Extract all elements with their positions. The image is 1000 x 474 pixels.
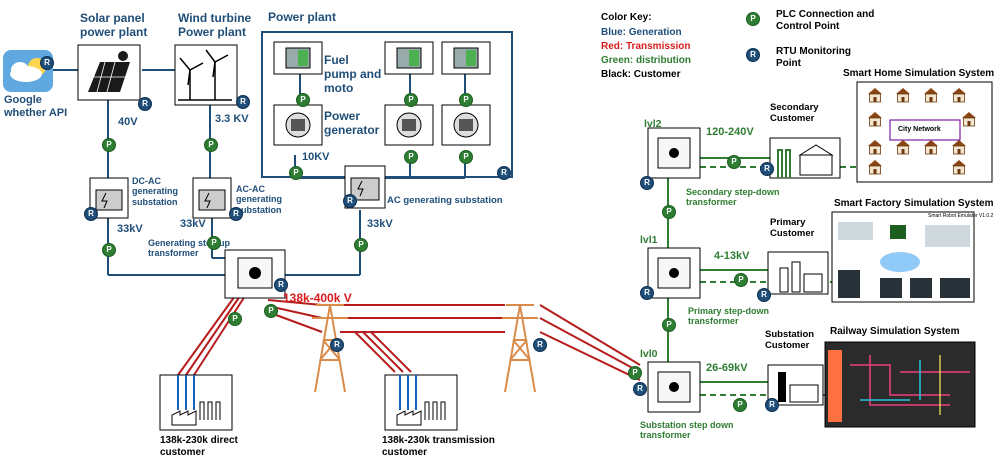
primary-stepdown-label: Primary step-down transformer bbox=[688, 306, 770, 327]
plc-pin-stepup-1: P bbox=[228, 312, 242, 326]
power-generator-label: Power generator bbox=[324, 109, 380, 137]
rtu-pin-secondary-cust: R bbox=[760, 162, 774, 176]
wind-title: Wind turbine Power plant bbox=[178, 11, 252, 39]
plc-pin-fuel-2: P bbox=[404, 93, 418, 107]
plc-pin-lvl1: P bbox=[734, 273, 748, 287]
rtu-pin-stepup: R bbox=[274, 278, 288, 292]
plc-pin-fuel: P bbox=[296, 93, 310, 107]
smart-factory-header: Smart Robot Emulator V1.0.2 bbox=[928, 213, 994, 219]
rtu-pin-primary-cust: R bbox=[757, 288, 771, 302]
google-weather-api-label: Google whether API bbox=[4, 94, 68, 119]
power-generator-unit bbox=[273, 104, 491, 146]
voltage-lvl1: 4-13kV bbox=[714, 250, 750, 262]
legend-distribution: Green: distribution bbox=[601, 55, 691, 66]
voltage-ac-gen: 33kV bbox=[367, 218, 393, 230]
plc-pin-ac-ac-out: P bbox=[207, 236, 221, 250]
smart-factory-title: Smart Factory Simulation System bbox=[834, 198, 994, 209]
legend-rtu-icon: R bbox=[746, 48, 760, 62]
step-down-transformer-icon bbox=[647, 127, 701, 413]
legend-plc-icon: P bbox=[746, 12, 760, 26]
rtu-pin-weather: R bbox=[40, 56, 54, 70]
power-plant-title: Power plant bbox=[268, 10, 337, 24]
rtu-pin-lvl2: R bbox=[640, 176, 654, 190]
legend-title: Color Key: bbox=[601, 12, 652, 23]
substation-customer-building bbox=[767, 364, 824, 406]
primary-customer-building bbox=[767, 251, 829, 295]
solar-title: Solar panel power plant bbox=[80, 11, 148, 39]
rtu-pin-substation-cust: R bbox=[765, 398, 779, 412]
plc-pin-wind: P bbox=[204, 138, 218, 152]
rtu-pin-ac-gen: R bbox=[343, 194, 357, 208]
plc-pin-plant-out: P bbox=[289, 166, 303, 180]
smart-factory-simulation bbox=[831, 211, 975, 303]
legend-transmission: Red: Transmission bbox=[601, 41, 691, 52]
city-network-label: City Network bbox=[898, 126, 941, 133]
lvl2-label: lvl2 bbox=[644, 118, 662, 130]
railway-title: Railway Simulation System bbox=[830, 326, 960, 337]
secondary-customer-building bbox=[769, 137, 841, 179]
plc-pin-stepup-2: P bbox=[264, 304, 278, 318]
lvl1-label: lvl1 bbox=[640, 234, 658, 246]
rtu-pin-dc-ac: R bbox=[84, 207, 98, 221]
transmission-customer-building bbox=[384, 374, 458, 431]
rtu-pin-tower-2: R bbox=[533, 338, 547, 352]
secondary-customer-label: Secondary Customer bbox=[770, 102, 819, 124]
plc-pin-lvl0-lvl1: P bbox=[662, 318, 676, 332]
plc-pin-lvl2: P bbox=[727, 155, 741, 169]
rtu-pin-lvl0: R bbox=[633, 382, 647, 396]
plc-pin-lvl0: P bbox=[733, 398, 747, 412]
plc-pin-dc-ac-out: P bbox=[102, 243, 116, 257]
legend-rtu-label: RTU Monitoring Point bbox=[776, 46, 851, 69]
voltage-wind: 3.3 KV bbox=[215, 113, 249, 125]
plc-pin-ac-gen-out: P bbox=[354, 238, 368, 252]
rtu-pin-ac-ac: R bbox=[229, 207, 243, 221]
rtu-pin-wind: R bbox=[236, 95, 250, 109]
step-up-transformer-label: Generating step up transformer bbox=[148, 238, 231, 259]
railway-simulation bbox=[824, 341, 976, 428]
plc-pin-lvl0-in: P bbox=[628, 366, 642, 380]
plc-pin-solar: P bbox=[102, 138, 116, 152]
plc-pin-fuel-3: P bbox=[459, 93, 473, 107]
step-up-transformer-icon bbox=[224, 249, 286, 299]
rtu-pin-gen: R bbox=[497, 166, 511, 180]
direct-customer-building bbox=[159, 374, 233, 431]
wind-turbine-icon bbox=[174, 44, 238, 106]
smart-home-simulation bbox=[856, 81, 993, 183]
voltage-ac-ac: 33kV bbox=[180, 218, 206, 230]
ac-generating-substation-label: AC generating substation bbox=[387, 195, 503, 206]
lvl0-label: lvl0 bbox=[640, 348, 658, 360]
voltage-lvl0: 26-69kV bbox=[706, 362, 748, 374]
legend-generation: Blue: Generation bbox=[601, 27, 682, 38]
direct-customer-label: 138k-230k direct customer bbox=[160, 435, 238, 458]
ac-ac-substation-label: AC-AC generating substation bbox=[236, 184, 283, 215]
transmission-tower-icon bbox=[312, 304, 538, 393]
plc-pin-gen-1: P bbox=[404, 150, 418, 164]
voltage-solar: 40V bbox=[118, 116, 138, 128]
legend-plc-label: PLC Connection and Control Point bbox=[776, 9, 875, 32]
primary-customer-label: Primary Customer bbox=[770, 217, 815, 239]
voltage-lvl2: 120-240V bbox=[706, 126, 754, 138]
voltage-plant: 10KV bbox=[302, 151, 330, 163]
fuel-pump-unit bbox=[273, 41, 491, 75]
rtu-pin-tower-1: R bbox=[330, 338, 344, 352]
dc-ac-substation-label: DC-AC generating substation bbox=[132, 176, 179, 207]
voltage-dc-ac: 33kV bbox=[117, 223, 143, 235]
transmission-customer-label: 138k-230k transmission customer bbox=[382, 435, 495, 458]
fuel-pump-label: Fuel pump and moto bbox=[324, 53, 382, 95]
plc-pin-gen-2: P bbox=[459, 150, 473, 164]
plc-pin-lvl1-lvl2: P bbox=[662, 205, 676, 219]
smart-home-title: Smart Home Simulation System bbox=[843, 68, 995, 79]
legend-customer: Black: Customer bbox=[601, 69, 681, 80]
solar-panel-icon bbox=[77, 44, 141, 101]
voltage-transmission: 138k-400k V bbox=[283, 291, 352, 305]
substation-stepdown-label: Substation step down transformer bbox=[640, 420, 734, 441]
rtu-pin-lvl1: R bbox=[640, 286, 654, 300]
rtu-pin-solar: R bbox=[138, 97, 152, 111]
transmission-lines bbox=[177, 295, 641, 381]
power-plant-box bbox=[261, 31, 513, 178]
substation-icon bbox=[89, 165, 386, 219]
substation-customer-label: Substation Customer bbox=[765, 329, 815, 351]
secondary-stepdown-label: Secondary step-down transformer bbox=[686, 187, 780, 208]
